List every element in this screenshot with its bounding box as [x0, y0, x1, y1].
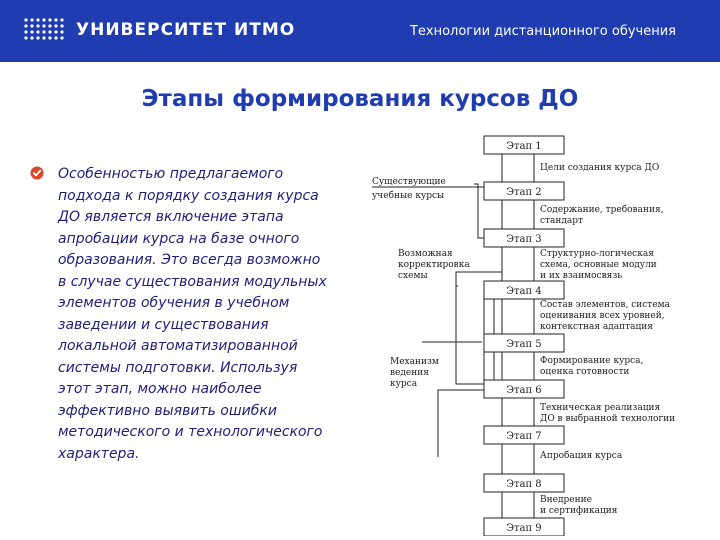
- input-label: учебные курсы: [372, 190, 444, 201]
- header-bar: УНИВЕРСИТЕТ ИТМО Технологии дистанционно…: [0, 0, 720, 62]
- stage-label: Этап 1: [506, 141, 541, 152]
- bullet-text: Особенностью предлагаемого подхода к пор…: [58, 166, 327, 462]
- stage-description: Техническая реализация: [540, 403, 660, 413]
- stage-label: Этап 8: [506, 479, 541, 490]
- mechanism-label: Механизм: [390, 357, 439, 367]
- feedback-label: Возможная: [398, 249, 453, 259]
- stage-description: и их взаимосвязь: [540, 271, 622, 281]
- feedback-label: схемы: [398, 271, 428, 281]
- stage-label: Этап 2: [506, 187, 541, 198]
- stage-box-5: [483, 333, 565, 353]
- stage-label: Этап 6: [506, 385, 541, 396]
- stage-description: оценивания всех уровней,: [540, 311, 665, 321]
- logo-text: УНИВЕРСИТЕТ ИТМО: [76, 20, 296, 40]
- itmo-logo-icon: [24, 18, 64, 40]
- header-title: Технологии дистанционного обучения: [409, 24, 676, 39]
- stage-description: Цели создания курса ДО: [540, 163, 659, 173]
- stage-label: Этап 4: [506, 286, 541, 297]
- mechanism-label: курса: [390, 379, 418, 389]
- logo: УНИВЕРСИТЕТ ИТМО: [22, 16, 295, 44]
- slide-title: Этапы формирования курсов ДО: [141, 86, 579, 112]
- mechanism-label: ведения: [390, 368, 429, 378]
- check-circle-icon: [30, 166, 44, 180]
- stage-box-3: [483, 228, 565, 248]
- stage-description: Структурно-логическая: [540, 249, 654, 259]
- stage-box-1: [483, 135, 565, 155]
- stage-label: Этап 9: [506, 523, 541, 534]
- stage-description: Содержание, требования,: [540, 204, 664, 215]
- stage-box-4: [483, 280, 565, 300]
- stage-description: стандарт: [540, 216, 583, 226]
- stage-label: Этап 3: [506, 234, 541, 245]
- course-stages-diagram: Этап 1 Этап 2 Этап 3 Этап 4 Этап 5 Этап …: [372, 135, 675, 536]
- stage-description: схема, основные модули: [540, 260, 657, 270]
- stage-description: Состав элементов, система: [540, 300, 671, 310]
- stage-box-2: [483, 181, 565, 201]
- stage-description: Апробация курса: [540, 450, 623, 461]
- stage-label: Этап 5: [506, 339, 541, 350]
- feedback-label: корректировка: [398, 260, 470, 270]
- stage-box-8: [483, 473, 565, 493]
- input-label: Существующие: [372, 177, 446, 187]
- stage-box-7: [483, 425, 565, 445]
- stage-description: Формирование курса,: [540, 356, 643, 366]
- stage-description: контекстная адаптация: [540, 322, 653, 332]
- stage-description: и сертификация: [540, 506, 618, 516]
- stage-box-9: [483, 517, 565, 536]
- stage-description: Внедрение: [540, 495, 592, 505]
- stage-box-6: [483, 379, 565, 399]
- stage-label: Этап 7: [506, 431, 541, 442]
- stage-description: оценка готовности: [540, 367, 629, 377]
- bullet-item: Особенностью предлагаемого подхода к пор…: [30, 164, 330, 465]
- stage-description: ДО в выбранной технологии: [540, 413, 675, 424]
